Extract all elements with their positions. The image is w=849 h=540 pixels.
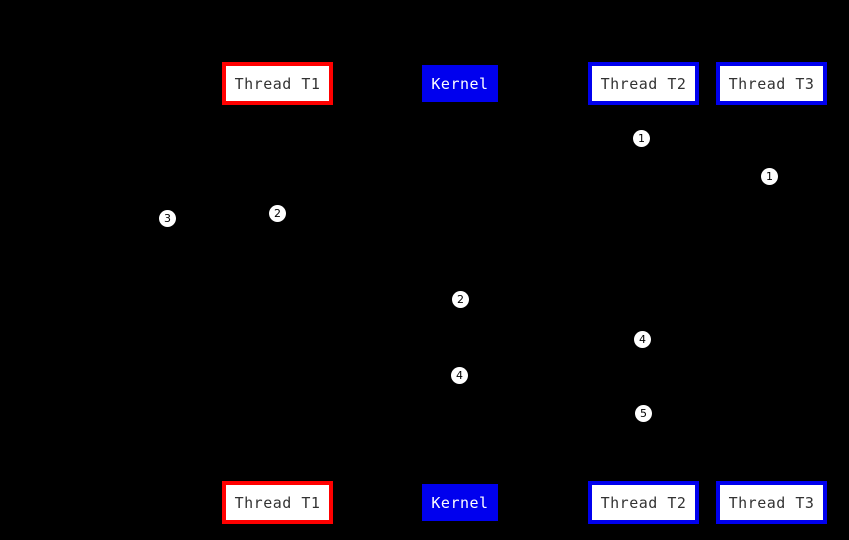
participant-box-thread-t3-bottom[interactable]: Thread T3 — [716, 481, 827, 524]
step-marker[interactable]: 2 — [452, 291, 469, 308]
participant-label-kernel-bottom: Kernel — [431, 493, 489, 512]
message-arrow-1 — [643, 139, 771, 140]
participant-box-thread-t3-top[interactable]: Thread T3 — [716, 62, 827, 105]
participant-box-thread-t1-top[interactable]: Thread T1 — [222, 62, 333, 105]
participant-label-thread-t1-bottom: Thread T1 — [234, 493, 321, 512]
participant-box-thread-t1-bottom[interactable]: Thread T1 — [222, 481, 333, 524]
step-marker[interactable]: 3 — [159, 210, 176, 227]
lifeline-thread-t3 — [771, 105, 772, 481]
message-arrow-2 — [277, 214, 643, 215]
participant-label-thread-t1-top: Thread T1 — [234, 74, 321, 93]
participant-box-thread-t2-bottom[interactable]: Thread T2 — [588, 481, 699, 524]
participant-label-thread-t3-top: Thread T3 — [728, 74, 815, 93]
participant-box-thread-t2-top[interactable]: Thread T2 — [588, 62, 699, 105]
step-marker[interactable]: 4 — [634, 331, 651, 348]
step-marker[interactable]: 4 — [451, 367, 468, 384]
step-marker[interactable]: 1 — [633, 130, 650, 147]
lifeline-thread-t2 — [643, 105, 644, 481]
step-marker[interactable]: 1 — [761, 168, 778, 185]
participant-label-kernel-top: Kernel — [431, 74, 489, 93]
participant-label-thread-t3-bottom: Thread T3 — [728, 493, 815, 512]
participant-label-thread-t2-top: Thread T2 — [600, 74, 687, 93]
step-marker[interactable]: 2 — [269, 205, 286, 222]
message-arrow-5 — [460, 413, 643, 414]
message-arrow-3 — [277, 300, 460, 301]
lifeline-thread-t1 — [277, 105, 278, 481]
participant-box-kernel-top[interactable]: Kernel — [422, 65, 498, 102]
message-arrow-4 — [460, 376, 643, 377]
participant-label-thread-t2-bottom: Thread T2 — [600, 493, 687, 512]
step-marker[interactable]: 5 — [635, 405, 652, 422]
participant-box-kernel-bottom[interactable]: Kernel — [422, 484, 498, 521]
